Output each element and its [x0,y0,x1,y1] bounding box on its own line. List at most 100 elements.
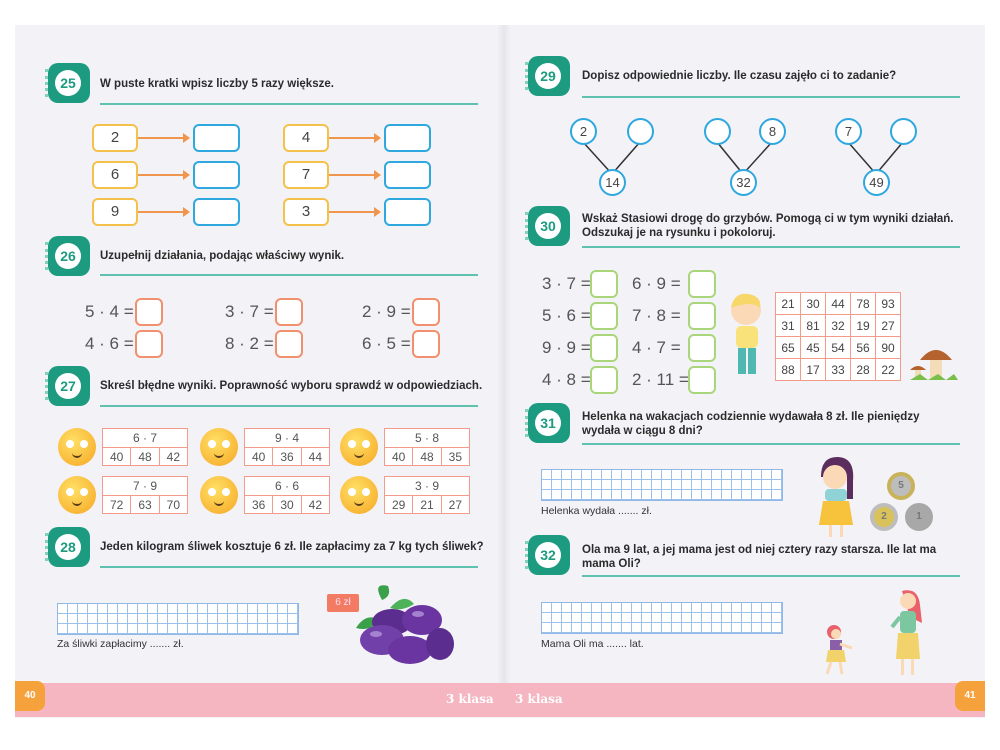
answer-box[interactable] [193,161,240,189]
answer-grid[interactable] [541,469,783,501]
grid-cell [662,470,672,480]
grid-cell [642,490,652,500]
answer-box[interactable] [135,330,163,358]
grid-cell [682,490,692,500]
answer-option[interactable]: 35 [448,450,462,464]
maze-cell[interactable]: 33 [825,358,851,381]
maze-cell[interactable]: 21 [775,292,801,315]
grid-cell [148,604,158,614]
answer-option[interactable]: 40 [103,448,132,466]
task-badge-32: 32 [525,535,570,575]
answer-grid[interactable] [57,603,299,635]
footer-label-right: 3 klasa [515,692,563,706]
grid-cell [632,480,642,490]
grid-cell [228,614,238,624]
answer-box[interactable] [590,334,618,362]
product-circle: 14 [599,169,626,196]
factor-circle[interactable] [627,118,654,145]
grid-cell [772,603,782,613]
maze-cell[interactable]: 22 [875,358,901,381]
answer-box[interactable] [688,334,716,362]
factor-circle[interactable] [890,118,917,145]
maze-cell[interactable]: 17 [800,358,826,381]
answer-box[interactable] [688,270,716,298]
answer-box[interactable] [412,330,440,358]
maze-cell[interactable]: 31 [775,314,801,337]
factor-circle[interactable]: 7 [835,118,862,145]
grid-cell [672,470,682,480]
maze-cell[interactable]: 88 [775,358,801,381]
maze-cell[interactable]: 81 [800,314,826,337]
product-circle: 49 [863,169,890,196]
divider [582,443,960,445]
answer-option[interactable]: 30 [273,496,302,514]
answer-option[interactable]: 36 [273,448,302,466]
answer-box[interactable] [590,270,618,298]
grid-cell [542,603,552,613]
maze-cell[interactable]: 44 [825,292,851,315]
factor-circle[interactable]: 8 [759,118,786,145]
grid-cell [712,603,722,613]
maze-cell[interactable]: 45 [800,336,826,359]
answer-box[interactable] [688,302,716,330]
grid-cell [682,603,692,613]
answer-option[interactable]: 48 [413,448,442,466]
answer-box[interactable] [275,298,303,326]
maze-cell[interactable]: 93 [875,292,901,315]
maze-cell[interactable]: 30 [800,292,826,315]
answer-box[interactable] [590,302,618,330]
maze-cell[interactable]: 28 [850,358,876,381]
answer-box[interactable] [688,366,716,394]
maze-cell[interactable]: 54 [825,336,851,359]
grid-cell [602,603,612,613]
answer-option[interactable]: 27 [448,498,462,512]
task-31-instruction-line2: wydała w ciągu 8 dni? [582,425,703,437]
answer-option[interactable]: 42 [308,498,322,512]
grid-cell [752,470,762,480]
maze-cell[interactable]: 56 [850,336,876,359]
answer-grid[interactable] [541,602,783,634]
maze-cell[interactable]: 27 [875,314,901,337]
answer-box[interactable] [412,298,440,326]
maze-cell[interactable]: 78 [850,292,876,315]
grid-cell [752,480,762,490]
answer-option[interactable]: 36 [245,496,274,514]
answer-option[interactable]: 21 [413,496,442,514]
answer-box[interactable] [135,298,163,326]
answer-option[interactable]: 29 [385,496,414,514]
equation: 5 · 6 = [542,306,591,325]
answer-option[interactable]: 44 [308,450,322,464]
equation: 2 · 9 = [362,302,411,321]
answer-box[interactable] [275,330,303,358]
factor-circle[interactable]: 2 [570,118,597,145]
grid-cell [552,480,562,490]
task-number: 26 [55,243,81,269]
grid-cell [572,623,582,633]
answer-box[interactable] [384,161,431,189]
operation: 7 · 9 [103,477,187,496]
grid-cell [702,603,712,613]
answer-option[interactable]: 63 [131,496,160,514]
answer-box[interactable] [193,198,240,226]
answer-box[interactable] [384,124,431,152]
maze-cell[interactable]: 32 [825,314,851,337]
answer-option[interactable]: 40 [385,448,414,466]
maze-cell[interactable]: 65 [775,336,801,359]
answer-box[interactable] [590,366,618,394]
grid-cell [602,613,612,623]
equation: 9 · 9 = [542,338,591,357]
answer-option[interactable]: 70 [166,498,180,512]
factor-circle[interactable] [704,118,731,145]
answer-option[interactable]: 40 [245,448,274,466]
maze-cell[interactable]: 19 [850,314,876,337]
answer-option[interactable]: 72 [103,496,132,514]
maze-cell[interactable]: 90 [875,336,901,359]
answer-box[interactable] [384,198,431,226]
grid-cell [248,604,258,614]
answer-box[interactable] [193,124,240,152]
given-number-box: 7 [283,161,329,189]
answer-option[interactable]: 42 [166,450,180,464]
grid-cell [612,623,622,633]
answer-option[interactable]: 48 [131,448,160,466]
